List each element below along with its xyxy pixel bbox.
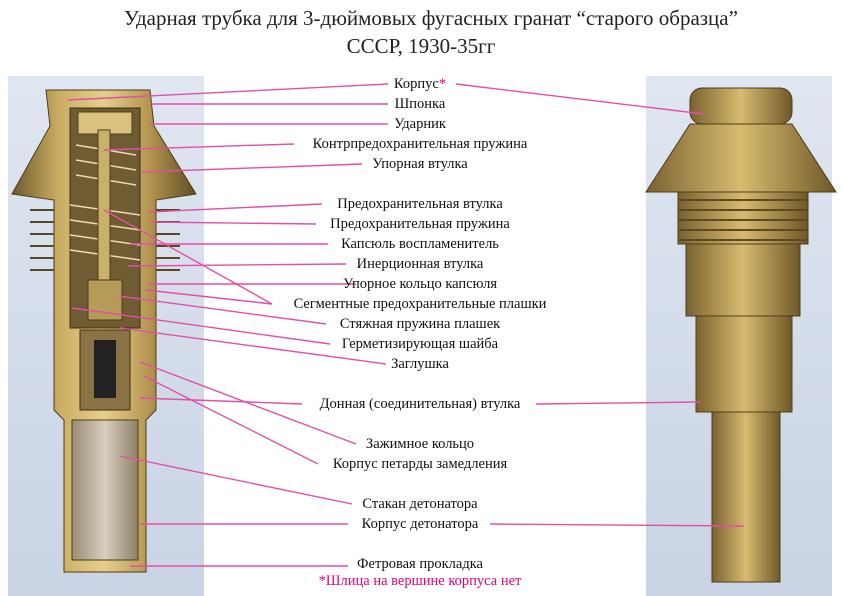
label-detonator-cup: Стакан детонатора xyxy=(362,496,478,512)
label-counter-safety-spring: Контрпредохранительная пружина xyxy=(312,136,528,152)
label-safety-sleeve: Предохранительная втулка xyxy=(337,196,503,212)
label-delay-pellet-body: Корпус петарды замедления xyxy=(332,456,508,472)
title-line-2: СССР, 1930-35гг xyxy=(346,34,496,58)
exterior-fuze-illustration xyxy=(645,87,837,583)
footnote: *Шлица на вершине корпуса нет xyxy=(318,573,522,589)
leader-lines xyxy=(67,83,745,567)
label-primer-igniter: Капсюль воспламенитель xyxy=(341,236,499,252)
cutaway-fuze-illustration xyxy=(11,89,197,573)
label-stop-sleeve: Упорная втулка xyxy=(372,156,468,172)
label-primer-stop-ring: Упорное кольцо капсюля xyxy=(343,276,497,292)
label-segment-safety-plates: Сегментные предохранительные плашки xyxy=(293,296,547,312)
title-line-1: Ударная трубка для 3-дюймовых фугасных г… xyxy=(124,6,738,30)
label-detonator-body: Корпус детонатора xyxy=(361,516,479,532)
label-key-pin: Шпонка xyxy=(394,96,446,112)
label-striker: Ударник xyxy=(394,116,446,132)
label-body: Корпус* xyxy=(393,76,447,92)
label-plate-tension-spring: Стяжная пружина плашек xyxy=(339,316,501,332)
label-felt-pad: Фетровая прокладка xyxy=(357,556,483,572)
label-sealing-washer: Герметизирующая шайба xyxy=(341,336,499,352)
label-safety-spring: Предохранительная пружина xyxy=(330,216,510,232)
label-base-connecting-sleeve: Донная (соединительная) втулка xyxy=(319,396,521,412)
label-clamp-ring: Зажимное кольцо xyxy=(365,436,475,452)
label-plug: Заглушка xyxy=(391,356,449,372)
label-inertia-sleeve: Инерционная втулка xyxy=(356,256,484,272)
